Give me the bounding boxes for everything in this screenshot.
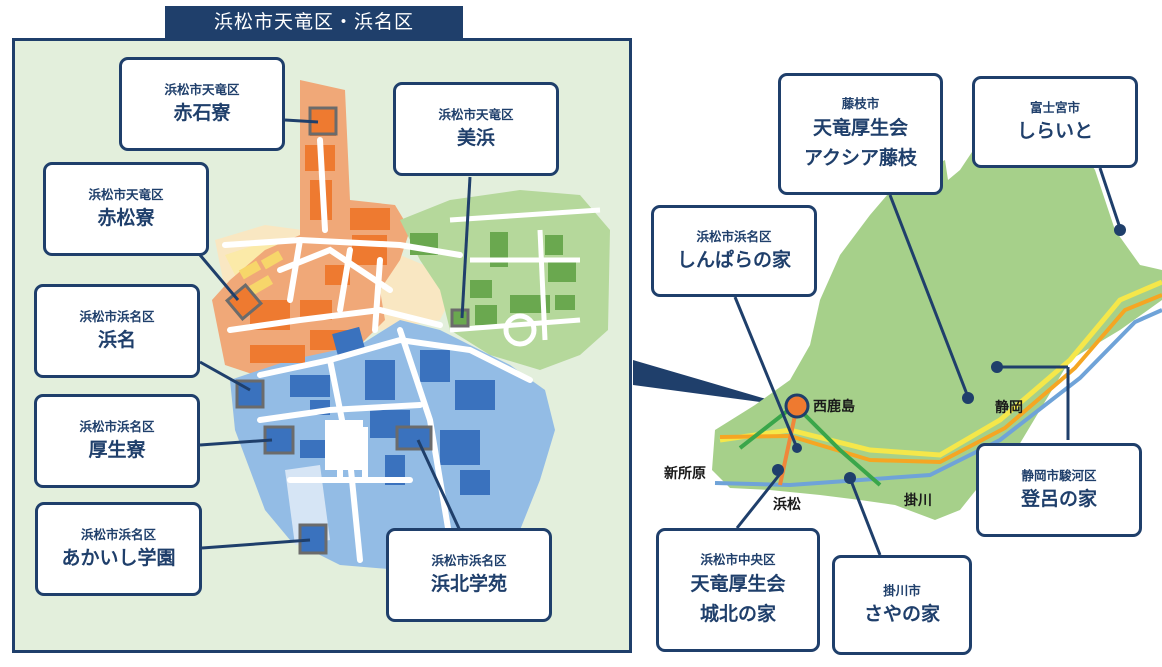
rail-green <box>738 402 882 487</box>
card-area: 静岡市駿河区 <box>1021 468 1097 483</box>
card-area: 浜松市浜名区 <box>80 527 156 542</box>
card-akaishi-ryo[interactable]: 浜松市天竜区 赤石寮 <box>119 57 285 151</box>
card-area: 富士宮市 <box>1029 100 1080 115</box>
card-fujieda[interactable]: 藤枝市 天竜厚生会 アクシア藤枝 <box>778 73 943 195</box>
area-title: 浜松市天竜区・浜名区 <box>165 6 463 38</box>
card-kosei-ryo[interactable]: 浜松市浜名区 厚生寮 <box>34 394 200 488</box>
card-johoku[interactable]: 浜松市中央区 天竜厚生会 城北の家 <box>656 528 820 652</box>
card-area: 掛川市 <box>883 583 921 598</box>
campus-plaza <box>325 420 363 470</box>
rail-blue <box>714 308 1162 488</box>
place-nishikajima: 西鹿島 <box>813 399 855 415</box>
card-shiraito[interactable]: 富士宮市 しらいと <box>972 76 1138 168</box>
card-name: 美浜 <box>456 127 495 149</box>
card-area: 浜松市浜名区 <box>79 309 155 324</box>
region-leader-lines <box>733 167 1122 556</box>
card-name: 赤松寮 <box>97 207 155 229</box>
card-area: 藤枝市 <box>841 96 880 111</box>
region-dots <box>772 224 1126 484</box>
card-hamakita-gakuen[interactable]: 浜松市浜名区 浜北学苑 <box>386 528 552 622</box>
place-hamamatsu: 浜松 <box>773 497 801 513</box>
card-toro[interactable]: 静岡市駿河区 登呂の家 <box>976 443 1142 537</box>
land-mass <box>712 80 1162 520</box>
card-name: あかいし学園 <box>61 547 176 569</box>
place-kakegawa: 掛川 <box>904 493 932 509</box>
card-name: さやの家 <box>863 603 940 625</box>
campus-roads <box>222 137 533 563</box>
card-area: 浜松市浜名区 <box>696 229 772 244</box>
card-akaishi-gakuen[interactable]: 浜松市浜名区 あかいし学園 <box>35 502 202 596</box>
card-name: 浜名 <box>97 329 136 351</box>
card-name: 赤石寮 <box>173 102 231 124</box>
card-name: 浜北学苑 <box>430 573 507 595</box>
card-name-line2: アクシア藤枝 <box>803 147 918 169</box>
card-mihama[interactable]: 浜松市天竜区 美浜 <box>393 82 559 176</box>
card-area: 浜松市浜名区 <box>79 419 155 434</box>
card-area: 浜松市中央区 <box>700 552 776 567</box>
place-shizuoka: 静岡 <box>995 400 1023 416</box>
campus-leader-lines <box>198 118 472 550</box>
place-shinjohara: 新所原 <box>664 466 706 482</box>
card-shinpara[interactable]: 浜松市浜名区 しんぱらの家 <box>651 205 817 297</box>
card-hamana[interactable]: 浜松市浜名区 浜名 <box>34 284 200 378</box>
card-name-line2: 城北の家 <box>699 603 776 625</box>
card-akamatsu-ryo[interactable]: 浜松市天竜区 赤松寮 <box>43 162 209 256</box>
rail-orange <box>719 293 1162 465</box>
card-area: 浜松市天竜区 <box>88 187 164 202</box>
zoom-wedge <box>633 360 790 406</box>
card-saya[interactable]: 掛川市 さやの家 <box>832 555 972 655</box>
card-name: 登呂の家 <box>1020 488 1097 510</box>
green-roads <box>449 207 601 347</box>
card-name: 厚生寮 <box>88 439 146 461</box>
card-area: 浜松市天竜区 <box>438 107 514 122</box>
card-name: しらいと <box>1016 120 1093 142</box>
card-name: しんぱらの家 <box>676 249 791 271</box>
card-name-line1: 天竜厚生会 <box>690 573 786 595</box>
nishikajima-marker <box>784 393 810 419</box>
rail-yellow <box>719 279 1162 458</box>
yellow-buildings <box>238 250 284 295</box>
card-name-line1: 天竜厚生会 <box>812 117 908 139</box>
card-area: 浜松市浜名区 <box>431 553 507 568</box>
card-area: 浜松市天竜区 <box>164 82 240 97</box>
